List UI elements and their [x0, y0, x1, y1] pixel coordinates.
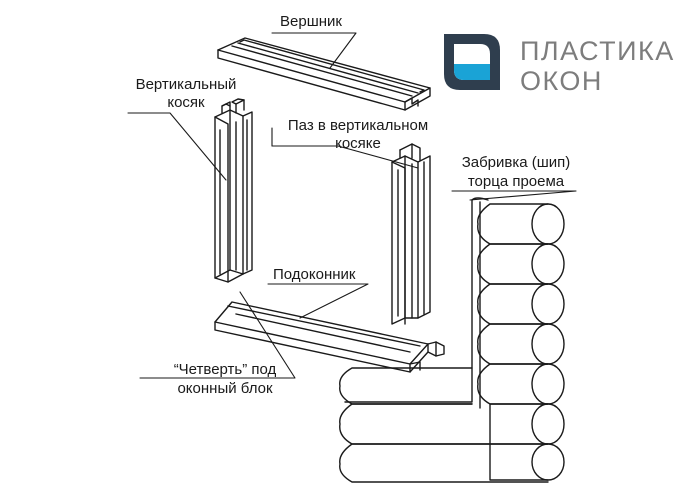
log-wall-drawing	[339, 197, 565, 483]
brand-name-line1: ПЛАСТИКА	[520, 36, 675, 66]
label-top-beam: Вершник	[280, 13, 342, 30]
leader-lines	[127, 32, 577, 379]
label-tenon-line2: торца проема	[467, 173, 565, 190]
log-bodies-left	[339, 367, 549, 483]
label-sill: Подоконник	[273, 266, 356, 283]
label-groove-line1: Паз в вертикальном	[287, 117, 429, 134]
grooved-jamb-drawing	[391, 143, 431, 325]
sill-drawing	[214, 301, 445, 373]
label-rebate-line1: “Четверть” под	[173, 361, 277, 378]
vertical-jamb-drawing	[214, 98, 253, 283]
top-beam-drawing	[217, 37, 431, 111]
label-groove-line2: косяке	[335, 135, 381, 152]
label-vertical-jamb-line1: Вертикальный	[135, 76, 237, 93]
brand-logo-icon	[440, 30, 504, 94]
log-ends-right	[531, 203, 565, 481]
label-rebate-line2: оконный блок	[177, 380, 273, 397]
label-tenon-line1: Забривка (шип)	[461, 154, 571, 171]
label-vertical-jamb-line2: косяк	[167, 94, 205, 111]
log-bodies-right	[477, 203, 549, 481]
brand-name-line2: ОКОН	[520, 66, 603, 96]
